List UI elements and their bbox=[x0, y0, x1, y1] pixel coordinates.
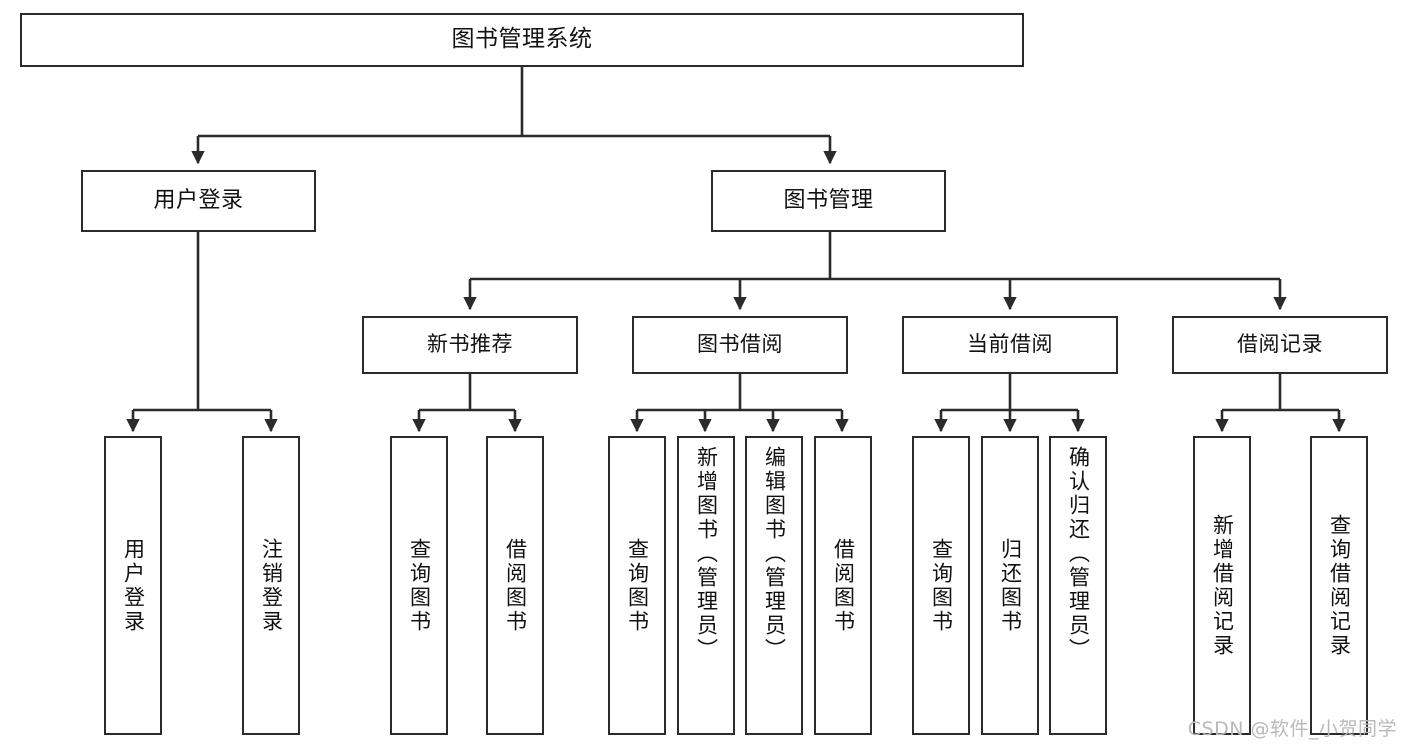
node-borrow-records[interactable]: 借阅记录 bbox=[1172, 316, 1388, 374]
node-root-system[interactable]: 图书管理系统 bbox=[20, 13, 1024, 67]
node-label: 用户登录 bbox=[153, 187, 244, 213]
leaf-borrow-borrow-book[interactable]: 借阅图书 bbox=[814, 436, 872, 735]
leaf-records-query-record[interactable]: 查询借阅记录 bbox=[1310, 436, 1368, 735]
node-current-borrow[interactable]: 当前借阅 bbox=[902, 316, 1118, 374]
leaf-borrow-query-book[interactable]: 查询图书 bbox=[608, 436, 666, 735]
node-label: 查询图书 bbox=[625, 537, 650, 634]
node-label: 查询图书 bbox=[407, 537, 432, 634]
leaf-borrow-add-book-admin[interactable]: 新增图书（管理员） bbox=[677, 436, 735, 735]
leaf-borrow-edit-book-admin[interactable]: 编辑图书（管理员） bbox=[745, 436, 803, 735]
node-user-login[interactable]: 用户登录 bbox=[81, 170, 316, 232]
leaf-records-add-record[interactable]: 新增借阅记录 bbox=[1193, 436, 1251, 735]
leaf-recommend-query-book[interactable]: 查询图书 bbox=[390, 436, 448, 735]
node-label: 借阅记录 bbox=[1237, 332, 1323, 357]
node-label: 查询图书 bbox=[929, 537, 954, 634]
node-new-book-recommend[interactable]: 新书推荐 bbox=[362, 316, 578, 374]
csdn-watermark: CSDN @软件_小贺同学 bbox=[1187, 718, 1397, 740]
leaf-current-return-book[interactable]: 归还图书 bbox=[981, 436, 1039, 735]
node-label: 图书管理系统 bbox=[451, 26, 593, 53]
node-label: 用户登录 bbox=[121, 537, 146, 634]
leaf-user-login-logout[interactable]: 注销登录 bbox=[242, 436, 300, 735]
node-book-borrow[interactable]: 图书借阅 bbox=[632, 316, 848, 374]
node-book-management[interactable]: 图书管理 bbox=[711, 170, 946, 232]
node-label: 借阅图书 bbox=[503, 537, 528, 634]
leaf-current-confirm-return-admin[interactable]: 确认归还（管理员） bbox=[1049, 436, 1107, 735]
leaf-recommend-borrow-book[interactable]: 借阅图书 bbox=[486, 436, 544, 735]
leaf-user-login-login[interactable]: 用户登录 bbox=[104, 436, 162, 735]
node-label: 图书管理 bbox=[783, 187, 874, 213]
node-label: 新书推荐 bbox=[427, 332, 513, 357]
node-label: 图书借阅 bbox=[697, 332, 783, 357]
node-label: 当前借阅 bbox=[967, 332, 1053, 357]
node-label: 注销登录 bbox=[259, 537, 284, 634]
node-label: 归还图书 bbox=[998, 537, 1023, 634]
node-label: 确认归还（管理员） bbox=[1066, 446, 1091, 662]
leaf-current-query-book[interactable]: 查询图书 bbox=[912, 436, 970, 735]
node-label: 新增借阅记录 bbox=[1210, 513, 1235, 658]
node-label: 编辑图书（管理员） bbox=[762, 446, 787, 662]
node-label: 新增图书（管理员） bbox=[694, 446, 719, 662]
node-label: 查询借阅记录 bbox=[1327, 513, 1352, 658]
node-label: 借阅图书 bbox=[831, 537, 856, 634]
